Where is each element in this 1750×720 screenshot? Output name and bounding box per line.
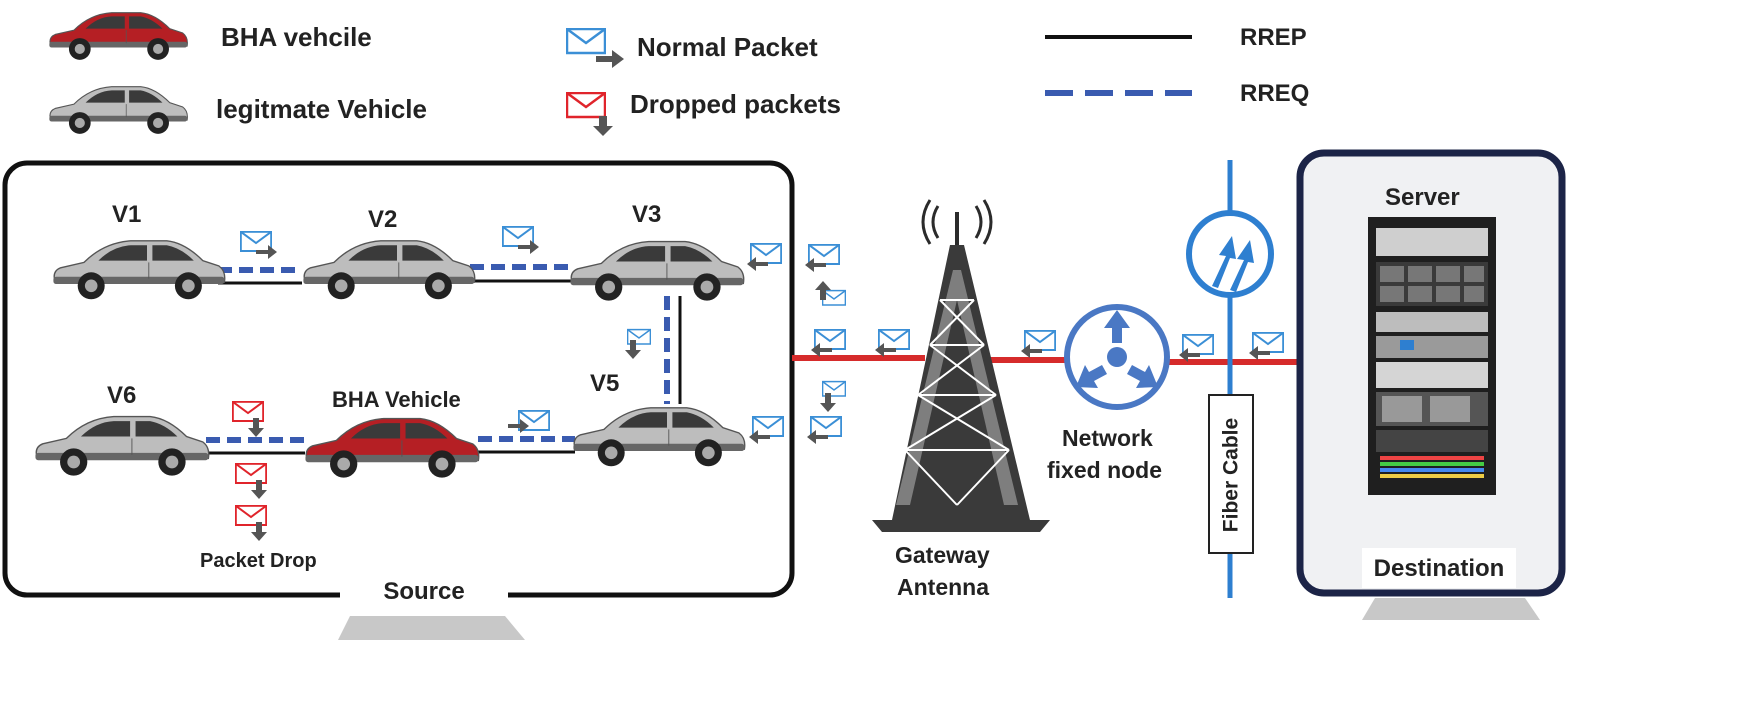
gateway-antenna-icon [872,199,1050,532]
normal-packet-icon [1021,330,1056,358]
fiber-cable-box [1208,394,1254,554]
legend-rreq-label: RREQ [1240,80,1310,107]
vehicle-label-v6: V6 [107,382,137,409]
vehicle-label-v3: V3 [632,201,662,228]
dropped-packet-icon [235,463,267,499]
legend-dropped-packets-label: Dropped packets [630,89,841,119]
normal-packet-icon [815,281,846,305]
packet-drop-label: Packet Drop [200,550,317,572]
source-label: Source [340,573,508,611]
normal-packet-icon [1179,334,1214,362]
normal-packet-icon [240,231,277,259]
vehicle-v2 [302,240,476,301]
network-node-icon [1064,304,1170,410]
normal-packet-icon [811,329,846,357]
legend-legit-car-icon [48,86,188,135]
vehicle-label-v5: V5 [590,370,620,397]
server-label: Server [1385,184,1460,211]
legend-dropped-packet-icon [567,93,613,136]
fiber-cable-label: Fiber Cable [1219,417,1243,533]
legend-legit-label: legitmate Vehicle [216,94,427,124]
normal-packet-icon [508,410,550,433]
normal-packet-icon [749,416,784,444]
dropped-packet-icon [235,505,267,541]
legend-normal-packet-icon [567,29,624,68]
legend-rrep-label: RREP [1240,24,1307,51]
dropped-packet-icon [232,401,264,437]
vehicle-v5 [572,407,746,468]
normal-packet-icon [625,329,651,359]
gateway-label-line1: Gateway [895,542,990,568]
normal-packet-icon [875,329,910,357]
normal-packet-icon [805,244,840,272]
legend-normal-packet-label: Normal Packet [637,32,818,62]
legend-bha-car-icon [48,12,188,61]
destination-label: Destination [1362,548,1516,588]
normal-packet-icon [807,416,842,444]
vehicle-bha [304,417,480,479]
gateway-label-line2: Antenna [897,574,989,600]
vehicle-label-v2: V2 [368,206,398,233]
vehicle-v6 [34,415,210,477]
server-rack-icon [1368,217,1496,495]
fiber-router-icon [1186,210,1274,298]
destination-shadow [1362,598,1540,620]
source-shadow [338,616,525,640]
vehicle-label-v1: V1 [112,201,142,228]
normal-packet-icon [747,243,782,271]
vehicle-label-bha: BHA Vehicle [332,387,461,412]
node-label-line1: Network [1062,425,1153,451]
node-label-line2: fixed node [1047,457,1163,483]
normal-packet-icon [502,226,539,254]
vehicle-v1 [52,240,226,301]
legend-bha-label: BHA vehcile [221,22,372,52]
normal-packet-icon [820,381,846,412]
normal-packet-icon [1249,332,1284,360]
vehicle-v3 [569,240,745,302]
